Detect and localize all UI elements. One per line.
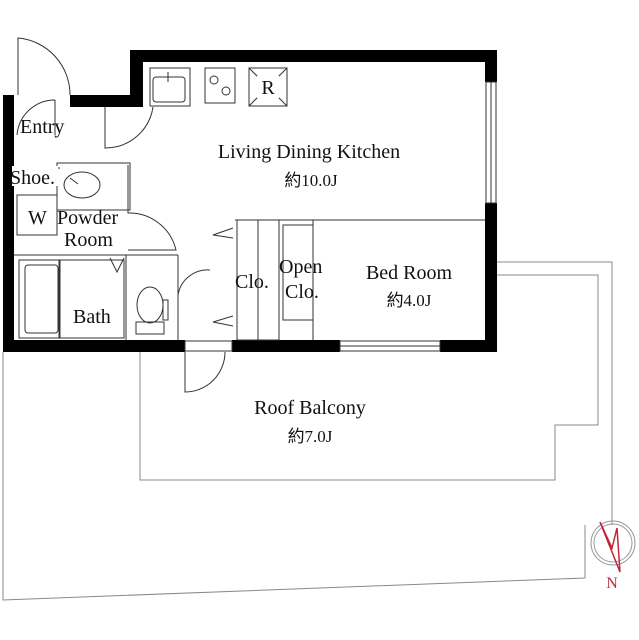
open-closet-label-1: Open [279,256,322,278]
north-label: N [606,575,618,592]
powder-room-label-1: Powder [57,207,118,229]
north-compass-icon: N [590,520,636,592]
bedroom-label: Bed Room [366,262,453,284]
balcony-area: 約7.0J [288,427,333,446]
kitchen-sink-icon [149,67,191,107]
balcony-label: Roof Balcony [254,397,366,419]
shoe-label: Shoe. [10,167,55,189]
ldk-label: Living Dining Kitchen [218,141,400,163]
bedroom-area: 約4.0J [387,291,432,310]
interior-partitions [14,162,485,341]
doors[interactable] [16,37,226,393]
stove-icon [204,67,236,104]
open-closet-label-2: Clo. [285,281,319,303]
powder-room-label-2: Room [64,229,113,251]
refrigerator-icon: R [248,67,288,107]
washer-label: W [28,207,47,229]
bath-label: Bath [73,306,111,328]
windows [184,81,497,352]
closet-label: Clo. [235,271,269,293]
bathtub-icon [24,264,59,334]
roof-balcony-outline [2,261,613,601]
exterior-walls [3,50,497,352]
entry-label: Entry [20,116,64,138]
toilet-icon [135,286,169,335]
refrigerator-label: R [261,77,275,99]
washbasin-icon [63,171,101,199]
ldk-area: 約10.0J [284,171,338,190]
